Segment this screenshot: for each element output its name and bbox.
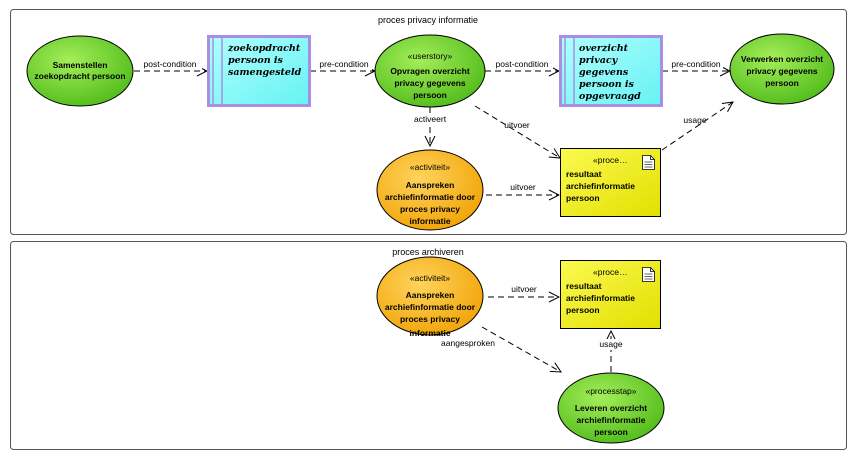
- node-aanspreken-2-line-3: proces privacy: [400, 314, 460, 324]
- edge-label-pre-condition-1: pre-condition: [319, 59, 368, 69]
- edge-label-post-condition-1: post-condition: [144, 59, 197, 69]
- node-opvragen-line-1: Opvragen overzicht: [390, 66, 470, 76]
- node-leveren[interactable]: «processtap» Leveren overzicht archiefin…: [557, 372, 665, 444]
- edge-label-usage-2: usage: [599, 339, 622, 349]
- node-overzicht-line-5: opgevraagd: [579, 91, 641, 102]
- boundary-privacy-title: proces privacy informatie: [378, 15, 478, 25]
- node-resultaat-1-line-3: persoon: [566, 193, 600, 203]
- node-aanspreken-1[interactable]: «activiteit» Aanspreken archiefinformati…: [376, 149, 484, 231]
- node-resultaat-1-line-2: archiefinformatie: [566, 181, 635, 191]
- node-aanspreken-1-line-2: archiefinformatie door: [385, 192, 476, 202]
- node-resultaat-2-line-1: resultaat: [566, 281, 602, 291]
- document-icon: [642, 267, 655, 282]
- node-verwerken[interactable]: Verwerken overzicht privacy gegevens per…: [729, 33, 835, 105]
- node-verwerken-line-2: privacy gegevens: [746, 66, 818, 76]
- node-resultaat-1-stereotype: «proce…: [593, 155, 628, 165]
- node-opvragen-line-3: persoon: [413, 90, 447, 100]
- node-resultaat-2-stereotype: «proce…: [593, 267, 628, 277]
- edge-label-uitvoer-2: uitvoer: [510, 182, 536, 192]
- node-samenstellen[interactable]: Samenstellen zoekopdracht persoon: [26, 35, 134, 107]
- edge-label-uitvoer-1: uitvoer: [504, 120, 530, 130]
- node-aanspreken-1-line-4: informatie: [409, 216, 450, 226]
- node-overzicht-line-1: overzicht: [579, 43, 629, 54]
- node-verwerken-line-1: Verwerken overzicht: [741, 54, 823, 64]
- node-aanspreken-2-line-4: informatie: [409, 328, 450, 338]
- node-aanspreken-1-line-3: proces privacy: [400, 204, 460, 214]
- edge-aangesproken[interactable]: [481, 326, 561, 372]
- node-zoekopdracht-line-3: samengesteld: [228, 67, 302, 78]
- node-resultaat-1-line-1: resultaat: [566, 169, 602, 179]
- edge-label-uitvoer-3: uitvoer: [511, 284, 537, 294]
- node-aanspreken-1-stereotype: «activiteit»: [410, 162, 450, 172]
- boundary-archiveren-title: proces archiveren: [392, 247, 464, 257]
- node-zoekopdracht-line-1: zoekopdracht: [227, 43, 301, 54]
- node-zoekopdracht-state[interactable]: zoekopdracht persoon is samengesteld: [207, 35, 311, 107]
- node-samenstellen-line-2: zoekopdracht persoon: [34, 71, 125, 81]
- node-aanspreken-2[interactable]: «activiteit» Aanspreken archiefinformati…: [376, 256, 484, 338]
- node-leveren-line-1: Leveren overzicht: [575, 403, 647, 413]
- document-icon: [642, 155, 655, 170]
- edge-label-activeert: activeert: [414, 114, 447, 124]
- node-samenstellen-line-1: Samenstellen: [53, 60, 108, 70]
- edge-label-pre-condition-2: pre-condition: [671, 59, 720, 69]
- node-overzicht-line-3: gegevens: [579, 67, 629, 78]
- node-opvragen-stereotype: «userstory»: [408, 51, 453, 61]
- node-zoekopdracht-line-2: persoon is: [228, 55, 284, 66]
- edge-label-aangesproken: aangesproken: [441, 338, 495, 348]
- node-overzicht-line-2: privacy: [579, 55, 619, 66]
- node-resultaat-2-line-2: archiefinformatie: [566, 293, 635, 303]
- node-resultaat-2-line-3: persoon: [566, 305, 600, 315]
- node-overzicht-state[interactable]: overzicht privacy gegevens persoon is op…: [559, 35, 663, 107]
- node-resultaat-1[interactable]: «proce… resultaat archiefinformatie pers…: [560, 148, 661, 217]
- node-aanspreken-2-stereotype: «activiteit»: [410, 273, 450, 283]
- edge-usage-1[interactable]: [661, 102, 733, 151]
- node-leveren-line-3: persoon: [594, 427, 628, 437]
- node-opvragen-line-2: privacy gegevens: [394, 78, 466, 88]
- edge-label-usage-1: usage: [683, 115, 706, 125]
- edge-label-post-condition-2: post-condition: [496, 59, 549, 69]
- node-aanspreken-2-line-1: Aanspreken: [406, 290, 455, 300]
- node-leveren-line-2: archiefinformatie: [577, 415, 646, 425]
- node-verwerken-line-3: persoon: [765, 78, 799, 88]
- node-aanspreken-1-line-1: Aanspreken: [406, 180, 455, 190]
- node-aanspreken-2-line-2: archiefinformatie door: [385, 302, 476, 312]
- node-opvragen[interactable]: «userstory» Opvragen overzicht privacy g…: [374, 34, 486, 108]
- edge-uitvoer-1[interactable]: [474, 105, 560, 158]
- node-leveren-stereotype: «processtap»: [585, 386, 636, 396]
- node-resultaat-2[interactable]: «proce… resultaat archiefinformatie pers…: [560, 260, 661, 329]
- node-overzicht-line-4: persoon is: [579, 79, 635, 90]
